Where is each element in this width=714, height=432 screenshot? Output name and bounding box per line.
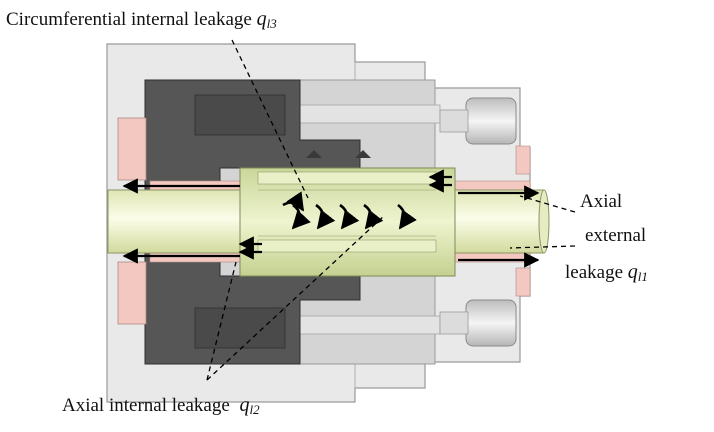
symbol-q-l2: ql2 [239,394,260,417]
label-axial-external-line1: Axial [580,191,623,212]
axial-internal-flow-arrows [238,169,452,260]
circumferential-flow-arrows [282,191,417,230]
symbol-q-l1: ql1 [627,261,648,284]
sleeve [239,167,456,277]
symbol-q-l3: ql3 [256,8,277,31]
label-circumferential-internal-leakage: Circumferential internal leakage ql3 [6,8,277,31]
label-axial-external-line3: leakage ql1 [565,261,648,284]
bolts [439,97,517,347]
label-axial-internal-leakage: Axial internal leakage ql2 [62,394,260,417]
label-axial-external-line2: external [585,225,647,246]
leader-lines [206,39,576,381]
rotor-blocks [144,79,371,365]
axial-external-flow-arrows [122,178,540,268]
